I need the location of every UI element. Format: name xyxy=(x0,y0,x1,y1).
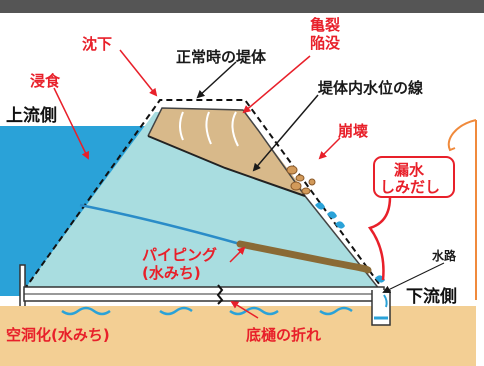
leak-box xyxy=(373,156,455,198)
piping-label-2: (水みち) xyxy=(142,264,201,282)
piping-label-1: パイピング xyxy=(142,246,217,264)
right-border xyxy=(476,13,484,366)
subsidence-arrow xyxy=(119,49,158,97)
culvert-break-label: 底樋の折れ xyxy=(246,326,321,344)
callout-outline xyxy=(447,119,477,300)
cavity-label: 空洞化(水みち) xyxy=(6,326,110,344)
collapse-arrow xyxy=(318,137,341,160)
embankment-outline xyxy=(147,107,381,291)
water-level-arrow xyxy=(252,94,319,172)
leak-label-1: 漏水 xyxy=(394,161,425,179)
waterway-outflow xyxy=(383,294,388,308)
collapse-label: 崩壊 xyxy=(338,122,368,140)
top-bar xyxy=(0,0,484,13)
downstream-label: 下流側 xyxy=(406,286,457,307)
leak-label-2: しみだし xyxy=(380,178,440,196)
culvert-break xyxy=(216,284,224,305)
dry-embankment xyxy=(148,108,305,197)
cavity-waves xyxy=(61,306,353,316)
erosion-arrow xyxy=(53,87,89,160)
crack-lines xyxy=(179,111,239,147)
collapse-debris xyxy=(286,165,316,195)
piping-arrow xyxy=(229,246,246,263)
water-level-line-label: 堤体内水位の線 xyxy=(318,79,423,97)
crack-arrow xyxy=(242,55,311,114)
leak-pointer xyxy=(367,196,392,281)
waterway-label: 水路 xyxy=(432,248,457,263)
subsidence-label: 沈下 xyxy=(82,35,112,53)
culvert-break-arrow xyxy=(230,300,259,319)
ground xyxy=(0,306,476,366)
crack-label-1: 亀裂 xyxy=(310,16,340,34)
piping-streak-blue xyxy=(79,203,241,246)
upstream-label: 上流側 xyxy=(6,105,57,126)
normal-embankment-arrow xyxy=(196,61,237,99)
waterway-channel xyxy=(371,290,391,326)
saturated-embankment xyxy=(24,112,380,290)
crack-label-2: 陥没 xyxy=(310,34,341,52)
waterway-arrow xyxy=(382,262,445,293)
piping-streak-brown xyxy=(236,240,372,274)
water-level-line xyxy=(147,135,306,197)
normal-embankment-label: 正常時の堤体 xyxy=(176,48,267,66)
erosion-label: 浸食 xyxy=(30,72,61,90)
